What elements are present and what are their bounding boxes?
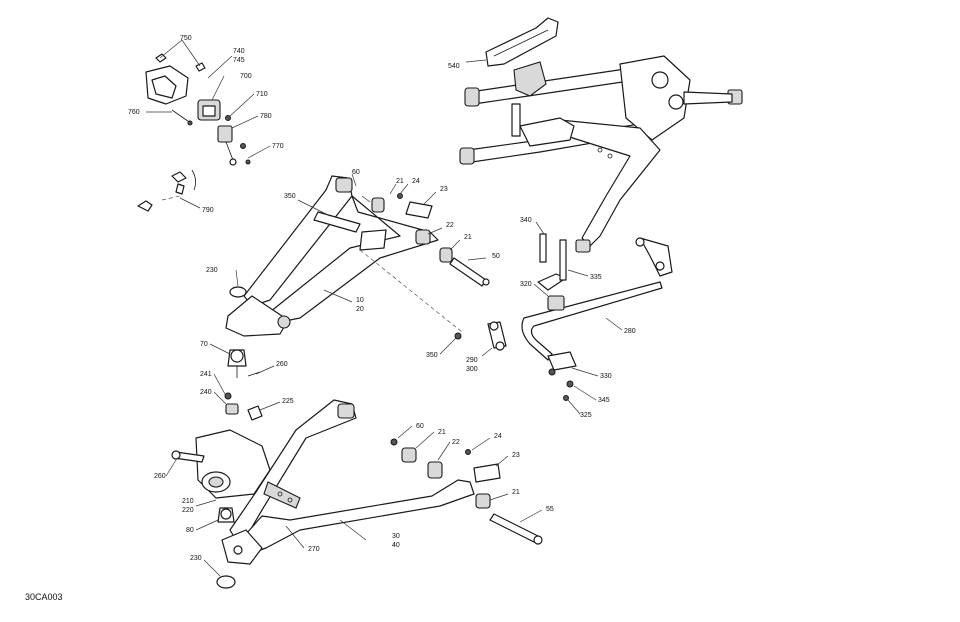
upper-a-arm (225, 175, 490, 337)
callout-60: 60 (352, 169, 360, 176)
callout-300: 300 (466, 366, 478, 373)
callout-220: 220 (182, 507, 194, 514)
callout-labels: 750 740 745 700 710 760 780 770 790 540 … (128, 35, 636, 562)
callout-70: 70 (200, 341, 208, 348)
callout-260: 260 (276, 361, 288, 368)
callout-22: 22 (452, 439, 460, 446)
callout-325: 325 (580, 412, 592, 419)
sensor-bracket-assembly (137, 53, 251, 212)
callout-350: 350 (426, 352, 438, 359)
callout-790: 790 (202, 207, 214, 214)
callout-230: 230 (190, 555, 202, 562)
callout-20: 20 (356, 306, 364, 313)
callout-750: 750 (180, 35, 192, 42)
callout-540: 540 (448, 63, 460, 70)
callout-21: 21 (438, 429, 446, 436)
callout-260: 260 (154, 473, 166, 480)
callout-23: 23 (440, 186, 448, 193)
callout-60: 60 (416, 423, 424, 430)
callout-30: 30 (392, 533, 400, 540)
stabilizer-bar (454, 233, 673, 401)
callout-22: 22 (446, 222, 454, 229)
callout-21: 21 (464, 234, 472, 241)
callout-270: 270 (308, 546, 320, 553)
callout-241: 241 (200, 371, 212, 378)
leader-lines (146, 39, 623, 577)
callout-280: 280 (624, 328, 636, 335)
callout-745: 745 (233, 57, 245, 64)
figure-reference: 30CA003 (25, 592, 63, 602)
rear-subframe-and-links (459, 17, 743, 247)
callout-345: 345 (598, 397, 610, 404)
callout-700: 700 (240, 73, 252, 80)
callout-760: 760 (128, 109, 140, 116)
callout-330: 330 (600, 373, 612, 380)
knuckle-assembly (171, 349, 271, 589)
callout-225: 225 (282, 398, 294, 405)
callout-10: 10 (356, 297, 364, 304)
assembly-line (359, 249, 463, 333)
callout-55: 55 (546, 506, 554, 513)
callout-710: 710 (256, 91, 268, 98)
callout-230: 230 (206, 267, 218, 274)
callout-740: 740 (233, 48, 245, 55)
callout-340: 340 (520, 217, 532, 224)
callout-240: 240 (200, 389, 212, 396)
callout-350: 350 (284, 193, 296, 200)
callout-780: 780 (260, 113, 272, 120)
callout-50: 50 (492, 253, 500, 260)
callout-40: 40 (392, 542, 400, 549)
callout-24: 24 (412, 178, 420, 185)
callout-770: 770 (272, 143, 284, 150)
callout-290: 290 (466, 357, 478, 364)
lower-a-arm (221, 399, 543, 565)
callout-80: 80 (186, 527, 194, 534)
callout-320: 320 (520, 281, 532, 288)
callout-23: 23 (512, 452, 520, 459)
callout-21: 21 (396, 178, 404, 185)
callout-24: 24 (494, 433, 502, 440)
callout-335: 335 (590, 274, 602, 281)
callout-21: 21 (512, 489, 520, 496)
callout-210: 210 (182, 498, 194, 505)
assembly-line (161, 195, 181, 201)
